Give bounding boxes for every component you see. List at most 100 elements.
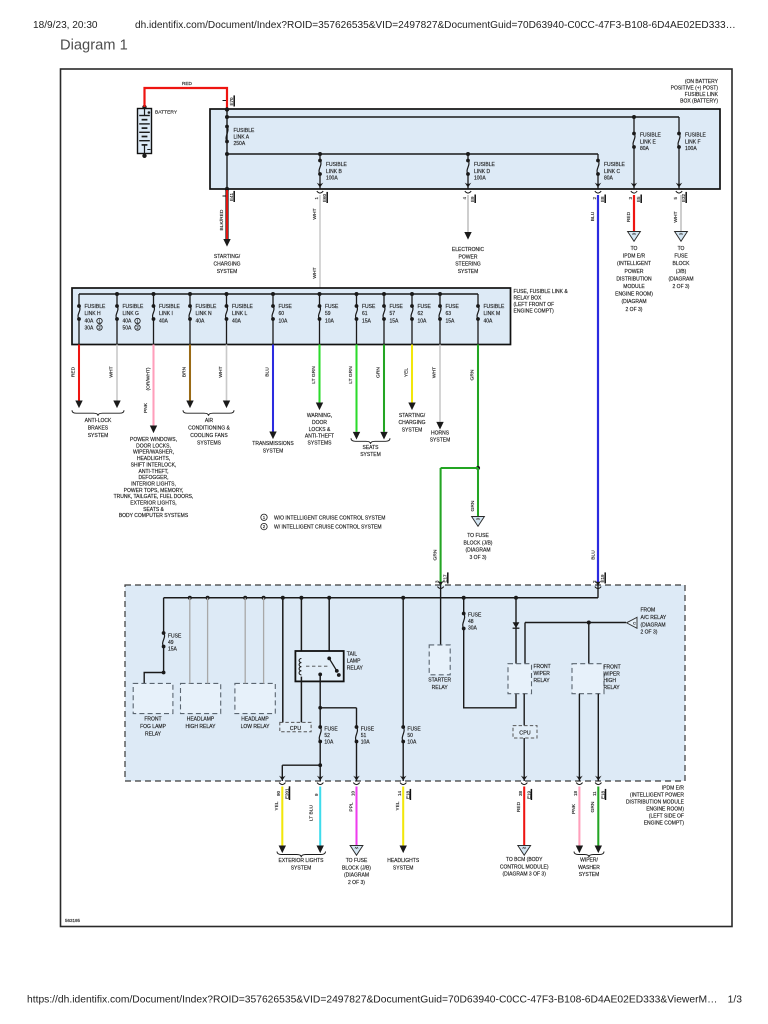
svg-text:BLK/RED: BLK/RED [219,209,225,230]
svg-text:(DIAGRAM: (DIAGRAM [622,299,647,305]
svg-text:HORNS: HORNS [431,431,450,437]
svg-text:HIGH: HIGH [604,678,617,684]
svg-text:BLU: BLU [265,367,271,377]
svg-text:FUSIBLE: FUSIBLE [85,304,107,310]
svg-text:63: 63 [446,311,452,317]
svg-text:WIPER: WIPER [534,671,551,677]
svg-text:BRN: BRN [182,366,188,377]
svg-text:10A: 10A [279,318,289,324]
svg-text:E19: E19 [526,790,531,799]
svg-text:50: 50 [407,733,413,739]
svg-text:RELAY: RELAY [534,678,551,684]
svg-text:SYSTEMS: SYSTEMS [308,441,333,447]
svg-text:40A: 40A [85,318,95,324]
svg-text:10A: 10A [361,740,371,746]
svg-text:E201: E201 [284,788,289,799]
svg-text:LINK C: LINK C [604,169,621,175]
svg-text:40A: 40A [196,318,206,324]
svg-text:BLU: BLU [591,550,597,560]
svg-text:FRONT: FRONT [534,664,551,670]
svg-text:SYSTEM: SYSTEM [217,269,238,275]
svg-text:15A: 15A [168,647,178,653]
svg-text:FUSE: FUSE [279,304,293,310]
svg-text:DEFOGGER,: DEFOGGER, [138,475,168,481]
svg-text:2 OF 3): 2 OF 3) [626,307,643,313]
svg-text:FUSE: FUSE [362,304,376,310]
svg-text:(J/B): (J/B) [676,269,687,275]
svg-text:W/ INTELLIGENT CRUISE CONTROL: W/ INTELLIGENT CRUISE CONTROL SYSTEM [274,525,382,531]
svg-text:STARTER: STARTER [428,678,451,684]
svg-text:SYSTEM: SYSTEM [393,865,414,871]
svg-text:4: 4 [462,197,467,200]
svg-text:18: 18 [573,790,578,796]
svg-text:11: 11 [592,791,597,796]
svg-text:BODY COMPUTER SYSTEMS: BODY COMPUTER SYSTEMS [119,513,189,519]
svg-text:STARTING/: STARTING/ [399,413,426,419]
svg-text:SYSTEM: SYSTEM [579,872,600,878]
svg-text:100A: 100A [326,176,338,182]
svg-text:DOOR: DOOR [312,420,327,426]
svg-text:SYSTEM: SYSTEM [263,449,284,455]
svg-text:FUSE: FUSE [168,634,182,640]
svg-text:WIPER: WIPER [604,671,621,677]
svg-text:BOX (BATTERY): BOX (BATTERY) [680,99,718,105]
svg-text:FUSIBLE: FUSIBLE [484,304,506,310]
svg-text:2: 2 [136,325,139,330]
svg-text:10A: 10A [324,740,334,746]
svg-text:BLOCK: BLOCK [673,261,691,267]
svg-text:E60: E60 [322,193,327,202]
svg-text:80A: 80A [640,146,650,152]
svg-text:RED: RED [626,211,632,222]
svg-text:RED: RED [516,801,522,812]
svg-text:FUSE: FUSE [407,727,421,733]
svg-text:FRONT: FRONT [144,717,161,723]
svg-text:FUSE: FUSE [361,727,375,733]
svg-text:2: 2 [263,524,266,529]
svg-text:FUSIBLE: FUSIBLE [196,304,218,310]
svg-text:2: 2 [592,197,597,200]
svg-text:2 OF 3): 2 OF 3) [673,284,690,290]
svg-text:LINK A: LINK A [234,135,250,141]
svg-text:HIGH RELAY: HIGH RELAY [186,724,217,730]
svg-text:SEATS &: SEATS & [143,507,164,513]
svg-text:LT BLU: LT BLU [309,804,315,821]
svg-text:FUSE: FUSE [674,254,688,260]
svg-text:3: 3 [434,580,439,583]
svg-text:DISTRIBUTION: DISTRIBUTION [616,276,652,282]
svg-text:(ON BATTERY: (ON BATTERY [685,79,719,85]
svg-text:CONDITIONING &: CONDITIONING & [188,426,230,432]
svg-text:FUSIBLE: FUSIBLE [232,304,254,310]
svg-text:TO: TO [678,246,685,252]
svg-text:POWER: POWER [625,269,644,275]
svg-text:10A: 10A [418,318,428,324]
svg-text:FROM: FROM [641,608,656,614]
svg-text:(DIAGRAM: (DIAGRAM [641,622,666,628]
svg-text:RELAY: RELAY [347,666,364,672]
svg-text:FUSE: FUSE [324,727,338,733]
svg-text:WASHER: WASHER [578,865,600,871]
svg-text:80A: 80A [604,176,614,182]
svg-text:GRN: GRN [470,369,476,380]
svg-text:30A: 30A [468,626,478,632]
svg-text:FUSIBLE: FUSIBLE [604,162,626,168]
svg-text:IPDM E/R: IPDM E/R [662,786,685,792]
svg-text:(LEFT FRONT OF: (LEFT FRONT OF [514,302,555,308]
svg-text:38: 38 [518,790,523,796]
svg-text:SYSTEMS: SYSTEMS [197,441,222,447]
svg-text:15A: 15A [446,318,456,324]
svg-text:YEL: YEL [274,801,280,811]
svg-text:57: 57 [390,311,396,317]
svg-text:LINK L: LINK L [232,311,248,317]
svg-text:LINK G: LINK G [123,311,140,317]
svg-text:ENGINE COMPT): ENGINE COMPT) [514,309,555,315]
svg-text:https://dh.identifix.com/Docum: https://dh.identifix.com/Document/Index?… [27,995,717,1006]
svg-text:(INTELLIGENT POWER: (INTELLIGENT POWER [630,793,684,799]
svg-text:LAMP: LAMP [347,659,361,665]
svg-text:61: 61 [362,311,368,317]
svg-text:SYSTEM: SYSTEM [360,452,381,458]
svg-text:40A: 40A [159,318,169,324]
svg-text:TO FUSE: TO FUSE [467,533,489,539]
svg-text:LT GRN: LT GRN [348,366,354,384]
svg-text:9: 9 [314,793,319,796]
svg-text:2 OF 3): 2 OF 3) [348,880,365,886]
